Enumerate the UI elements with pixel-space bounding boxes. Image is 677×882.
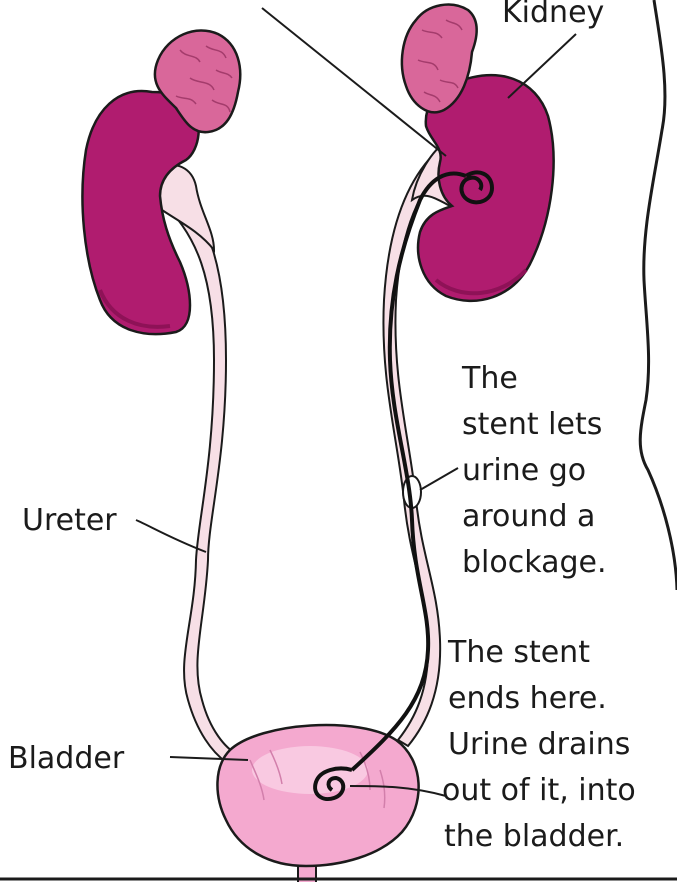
stent-end-note-line-1: The stent — [447, 635, 590, 670]
bladder-label: Bladder — [8, 741, 125, 776]
stent-note-line-4: around a — [462, 499, 595, 534]
ureter-pointer-line — [136, 520, 206, 552]
stent-blockage-pointer-line — [420, 468, 458, 490]
stent-note-line-2: stent lets — [462, 407, 602, 442]
stent-note-line-1: The — [461, 361, 518, 396]
ureter-label: Ureter — [22, 503, 117, 538]
stent-end-note-line-2: ends here. — [448, 681, 607, 716]
stent-end-note-line-4: out of it, into — [442, 773, 636, 808]
kidney-label: Kidney — [502, 0, 604, 30]
stent-end-note-line-3: Urine drains — [448, 727, 630, 762]
kidney-pointer-line — [508, 34, 576, 98]
body-outline — [640, 0, 677, 590]
stent-note-line-3: urine go — [462, 453, 586, 488]
stent-end-note: The stent ends here. Urine drains out of… — [442, 635, 636, 854]
stent-end-note-line-5: the bladder. — [444, 819, 624, 854]
stent-note-line-5: blockage. — [462, 545, 607, 580]
stent-note: The stent lets urine go around a blockag… — [461, 361, 607, 580]
